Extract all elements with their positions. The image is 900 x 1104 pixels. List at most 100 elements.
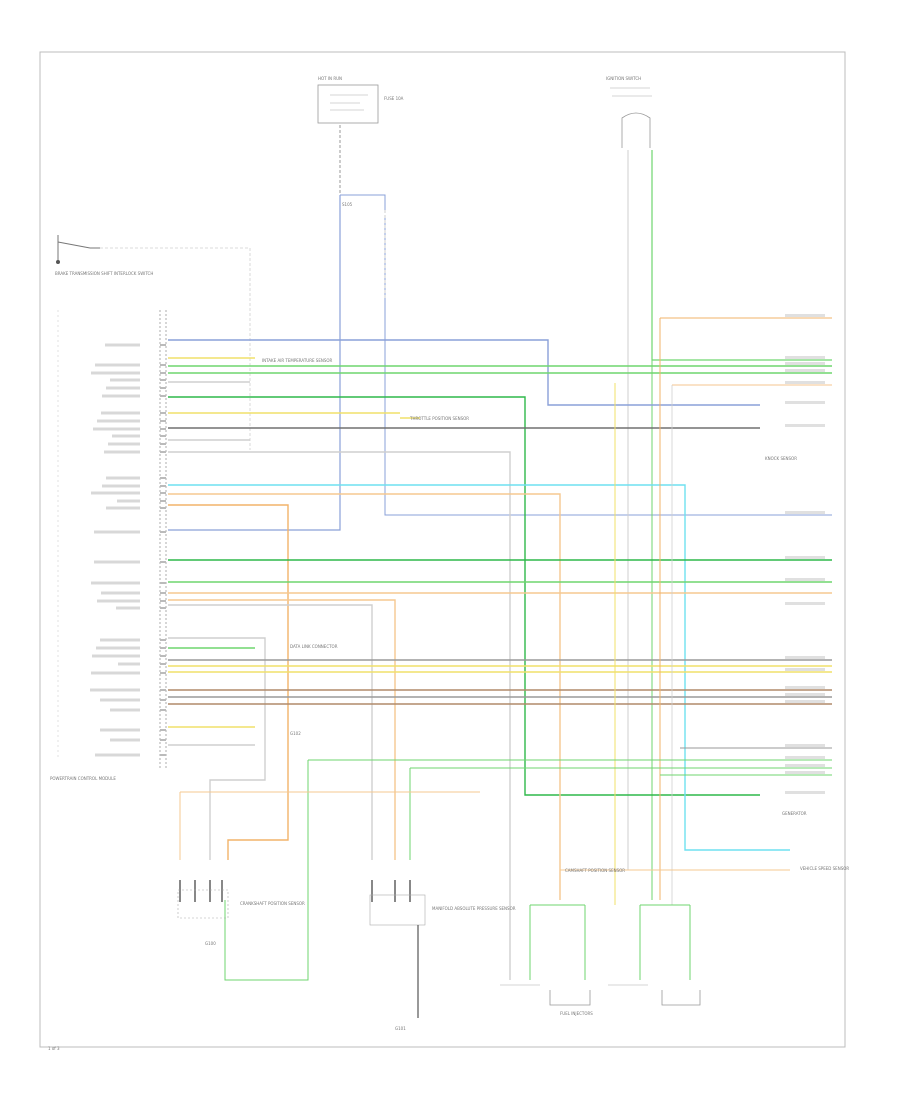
speed-sensor-label: VEHICLE SPEED SENSOR [800, 866, 849, 871]
pin-label-mark [105, 343, 140, 347]
pin-number-mark [160, 372, 166, 374]
pin-label-mark [90, 688, 140, 692]
pin-label-mark [91, 671, 140, 675]
diagram-frame [39, 51, 846, 1048]
wire-pcm-bus [168, 451, 511, 980]
wire-brake-feed [100, 247, 251, 450]
right-terminal-labels [785, 314, 825, 794]
terminal-label-mark [785, 693, 825, 696]
terminal-label-mark [785, 602, 825, 605]
cmp-sensor-label: CAMSHAFT POSITION SENSOR [565, 868, 625, 873]
pin-label-mark [97, 419, 140, 423]
terminal-label-mark [785, 424, 825, 427]
terminal-label-mark [785, 381, 825, 384]
pin-number-mark [160, 672, 166, 674]
pin-label-mark [110, 738, 140, 742]
terminal-label-mark [785, 756, 825, 759]
injectors-label: FUEL INJECTORS [560, 1011, 593, 1016]
terminal-label-mark [785, 668, 825, 671]
pin-label-mark [94, 560, 140, 564]
pin-number-mark [160, 500, 166, 502]
pin-number-mark [160, 443, 166, 445]
pin-number-mark [160, 699, 166, 701]
pin-number-mark [160, 435, 166, 437]
pin-label-mark [112, 434, 140, 438]
pin-label-mark [91, 581, 140, 585]
switch-contact [56, 260, 60, 264]
footer-code: 1 of 3 [48, 1046, 60, 1051]
terminal-label-mark [785, 362, 825, 365]
map-sensor-component: MANIFOLD ABSOLUTE PRESSURE SENSOR G101 [369, 894, 516, 1031]
pin-number-mark [160, 689, 166, 691]
fuel-injectors-component: FUEL INJECTORS CAMSHAFT POSITION SENSOR [500, 868, 701, 1016]
terminal-label-mark [785, 578, 825, 581]
pin-label-mark [117, 499, 140, 503]
wire-pcm-bus [168, 484, 790, 851]
pin-number-mark [160, 663, 166, 665]
pin-number-mark [160, 451, 166, 453]
pin-label-mark [100, 698, 140, 702]
pin-number-mark [160, 531, 166, 533]
terminal-label-mark [785, 511, 825, 514]
wire-pcm-bus [168, 637, 266, 860]
pin-number-mark [160, 428, 166, 430]
ignition-switch-label: IGNITION SWITCH [606, 76, 641, 81]
pin-label-mark [118, 662, 140, 666]
wire-blue-ignition [168, 195, 341, 531]
terminal-label-mark [785, 314, 825, 317]
pin-label-mark [108, 442, 140, 446]
fuse-box: HOT IN RUN FUSE 10A [317, 76, 404, 124]
pin-label-mark [95, 363, 140, 367]
ground-g100-label: G100 [205, 941, 216, 946]
pin-label-mark [110, 708, 140, 712]
wire-pcm-bus [168, 604, 373, 860]
wire-pcm-bus [168, 396, 760, 796]
wire-group [100, 125, 832, 981]
pin-label-mark [106, 386, 140, 390]
crank-sensor-label: CRANKSHAFT POSITION SENSOR [240, 901, 305, 906]
ground-g101-label: G101 [395, 1026, 406, 1031]
pin-number-mark [160, 739, 166, 741]
pin-label-mark [92, 654, 140, 658]
terminal-label-mark [785, 764, 825, 767]
pin-label-mark [94, 530, 140, 534]
pin-label-mark [96, 646, 140, 650]
pin-label-mark [97, 599, 140, 603]
pin-number-mark [160, 729, 166, 731]
pin-number-mark [160, 709, 166, 711]
terminal-label-mark [785, 771, 825, 774]
pin-label-mark [100, 728, 140, 732]
ground-g102-label: G102 [290, 731, 301, 736]
pcm-label: POWERTRAIN CONTROL MODULE [50, 776, 116, 781]
generator-label: GENERATOR [782, 811, 807, 816]
pin-label-mark [106, 476, 140, 480]
pin-number-mark [160, 477, 166, 479]
pin-number-mark [160, 607, 166, 609]
pin-number-mark [160, 364, 166, 366]
tps-label: THROTTLE POSITION SENSOR [409, 416, 469, 421]
pin-number-mark [160, 600, 166, 602]
pin-number-mark [160, 754, 166, 756]
pin-label-mark [101, 411, 140, 415]
pin-label-mark [100, 638, 140, 642]
pin-number-mark [160, 379, 166, 381]
wire-pcm-bus [168, 493, 561, 900]
pin-number-mark [160, 485, 166, 487]
fuse-label: FUSE 10A [384, 96, 404, 101]
pin-label-mark [102, 394, 140, 398]
pin-number-mark [160, 592, 166, 594]
wire-pcm-bus [168, 504, 289, 860]
pin-label-mark [106, 506, 140, 510]
pcm-pin-labels [90, 343, 166, 757]
terminal-label-mark [785, 744, 825, 747]
terminal-label-mark [785, 700, 825, 703]
hot-in-run-label: HOT IN RUN [318, 76, 342, 81]
wire-blue-right [384, 215, 832, 516]
terminal-label-mark [785, 401, 825, 404]
wire-green-loop [224, 760, 309, 981]
brake-switch-label: BRAKE TRANSMISSION SHIFT INTERLOCK SWITC… [55, 271, 153, 276]
pcm-connector: POWERTRAIN CONTROL MODULE [50, 310, 167, 781]
iat-sensor-label: INTAKE AIR TEMPERATURE SENSOR [262, 358, 333, 363]
crank-sensor-component: CRANKSHAFT POSITION SENSOR G100 [177, 889, 305, 946]
